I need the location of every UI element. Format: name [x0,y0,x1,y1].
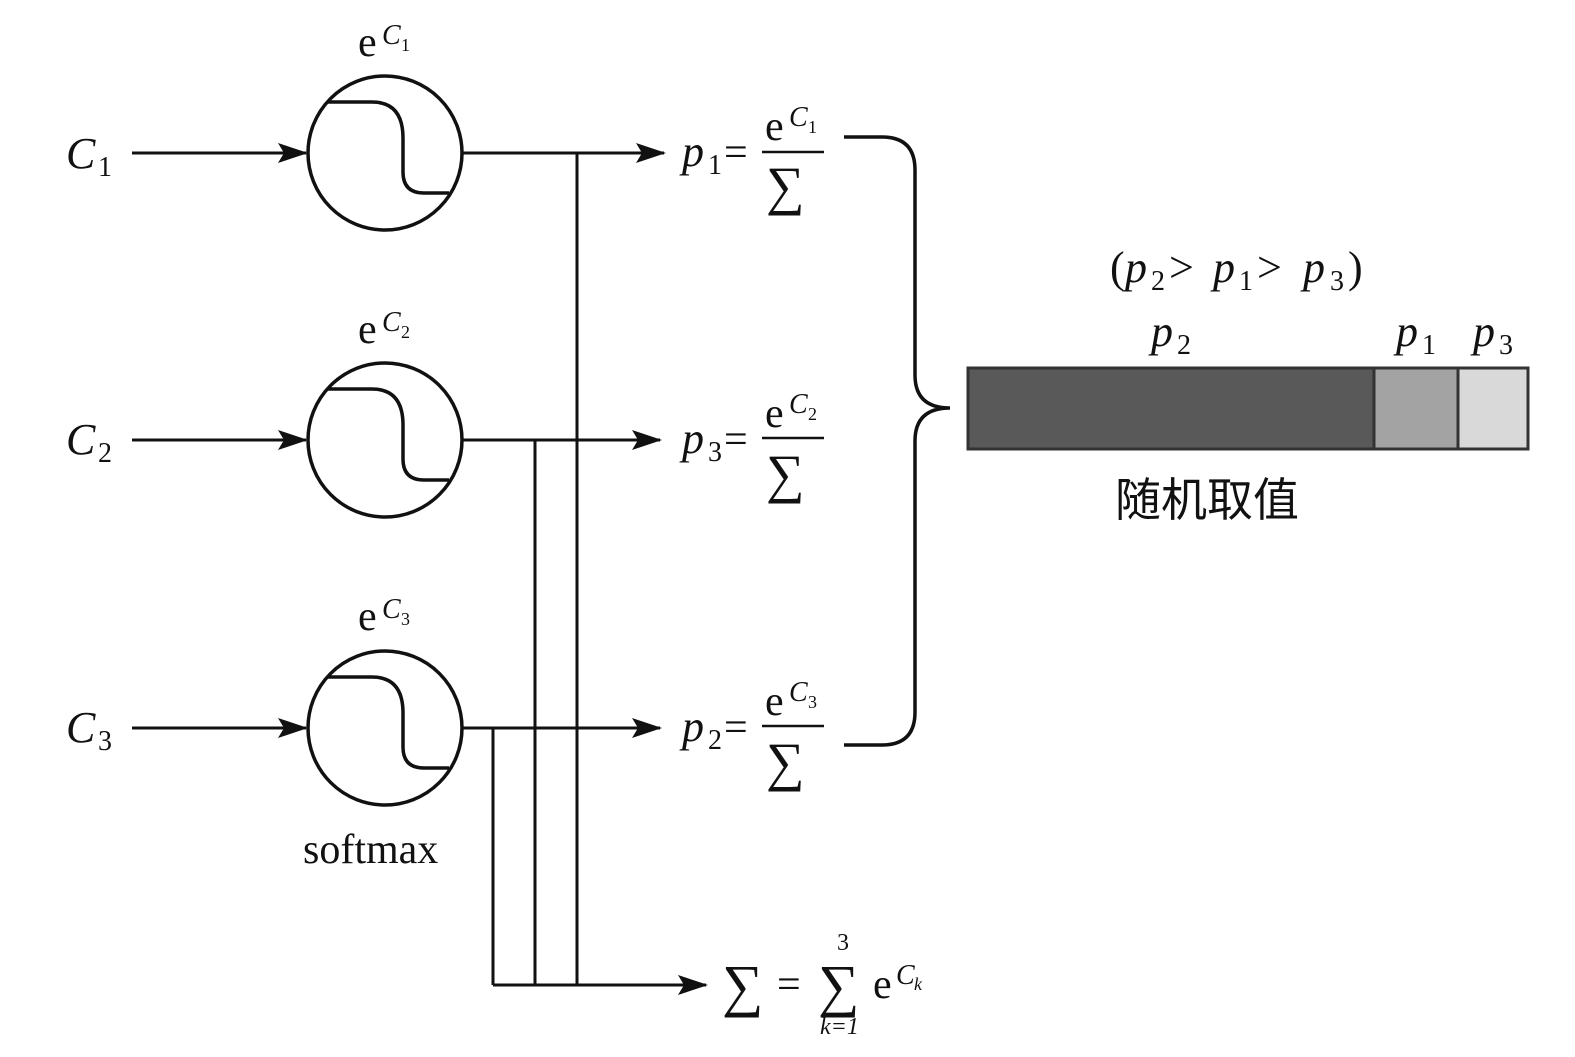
ordering-c-sub: 3 [1330,266,1344,297]
exp-label-2-symbol: C [382,307,401,338]
summation-formula: ∑ = 3 ∑ k=1 e C k [722,930,923,1040]
exp-label-2-base: e [358,307,377,353]
exp-label-2-subscript: 2 [401,322,410,342]
output-3-equals: = [724,705,748,751]
output-2-denominator: ∑ [766,444,805,504]
input-row-1: C 1 e C 1 [66,20,666,232]
output-1-p-subscript: 1 [708,150,722,181]
output-2-equals: = [724,417,748,463]
exp-node-1 [306,74,464,232]
bar-segment-1-label: p [1148,307,1173,356]
sum-upper-limit: 3 [837,930,849,956]
output-3-denominator: ∑ [766,732,805,792]
bar-segment-1-subscript: 2 [1177,330,1191,361]
output-2-p: p [679,414,704,463]
output-2-p-subscript: 3 [708,437,722,468]
input-c3-symbol: C [66,703,96,752]
bar-caption: 随机取值 [1115,473,1299,527]
ordering-a: p [1122,243,1147,292]
sigmoid-curve-icon [327,675,449,770]
output-3-num-base: e [765,679,784,725]
curly-brace-icon [844,135,951,747]
ordering-a-sub: 2 [1151,266,1165,297]
bar-segment-3-subscript: 3 [1499,330,1513,361]
sum-lhs: ∑ [722,953,763,1018]
sum-base: e [873,962,892,1008]
sum-equals: = [777,962,801,1008]
input-row-2: C 2 e C 2 [66,307,662,519]
exp-node-2 [306,361,464,519]
bar-segment-2-subscript: 1 [1422,330,1436,361]
input-c3-subscript: 3 [98,726,112,757]
input-c2-symbol: C [66,415,96,464]
ordering-open: ( [1110,243,1125,292]
output-formula-2: p 3 = e C 2 ∑ [679,389,824,504]
sigmoid-curve-icon [327,387,449,482]
output-formula-1: p 1 = e C 1 ∑ [679,102,824,216]
input-row-3: C 3 e C 3 softmax [66,594,662,873]
ordering-c: p [1300,243,1325,292]
output-2-num-subscript: 2 [808,404,817,424]
output-1-equals: = [724,130,748,176]
input-c1-symbol: C [66,129,96,178]
output-formula-3: p 2 = e C 3 ∑ [679,677,824,792]
input-c1-subscript: 1 [98,152,112,183]
ordering-close: ) [1348,243,1363,292]
output-1-p: p [679,127,704,176]
bar-segment-3-label: p [1470,307,1495,356]
ordering-gt-2: > [1257,243,1282,292]
bar-segment-2-label: p [1393,307,1418,356]
ordering-b: p [1210,243,1235,292]
exp-node-3 [306,649,464,807]
output-1-denominator: ∑ [766,156,805,216]
sum-symbol-subscript: k [914,974,923,994]
bar-segment-2 [1372,366,1460,451]
output-2-num-base: e [765,391,784,437]
exp-label-3-base: e [358,594,377,640]
bar-segment-3 [1456,366,1530,451]
input-c2-subscript: 2 [98,438,112,469]
sigmoid-curve-icon [327,100,449,195]
sum-symbol: C [896,960,915,991]
exp-label-1-symbol: C [382,20,401,51]
output-3-num-symbol: C [789,677,808,708]
summation-bus [491,153,708,995]
ordering-label: ( p 2 > p 1 > p 3 ) [1110,243,1363,297]
ordering-b-sub: 1 [1239,266,1253,297]
exp-label-1-base: e [358,20,377,66]
output-2-num-symbol: C [789,389,808,420]
softmax-label: softmax [303,827,438,873]
bar-segment-1 [966,366,1376,451]
sum-sigma: ∑ [818,953,859,1018]
output-3-p: p [679,702,704,751]
output-3-p-subscript: 2 [708,725,722,756]
ordering-gt-1: > [1169,243,1194,292]
exp-label-1-subscript: 1 [401,35,410,55]
output-1-num-symbol: C [789,102,808,133]
exp-label-3-symbol: C [382,594,401,625]
output-3-num-subscript: 3 [808,692,817,712]
output-1-num-subscript: 1 [808,117,817,137]
output-1-num-base: e [765,104,784,150]
exp-label-3-subscript: 3 [401,609,410,629]
sum-lower-limit: k=1 [820,1014,859,1040]
